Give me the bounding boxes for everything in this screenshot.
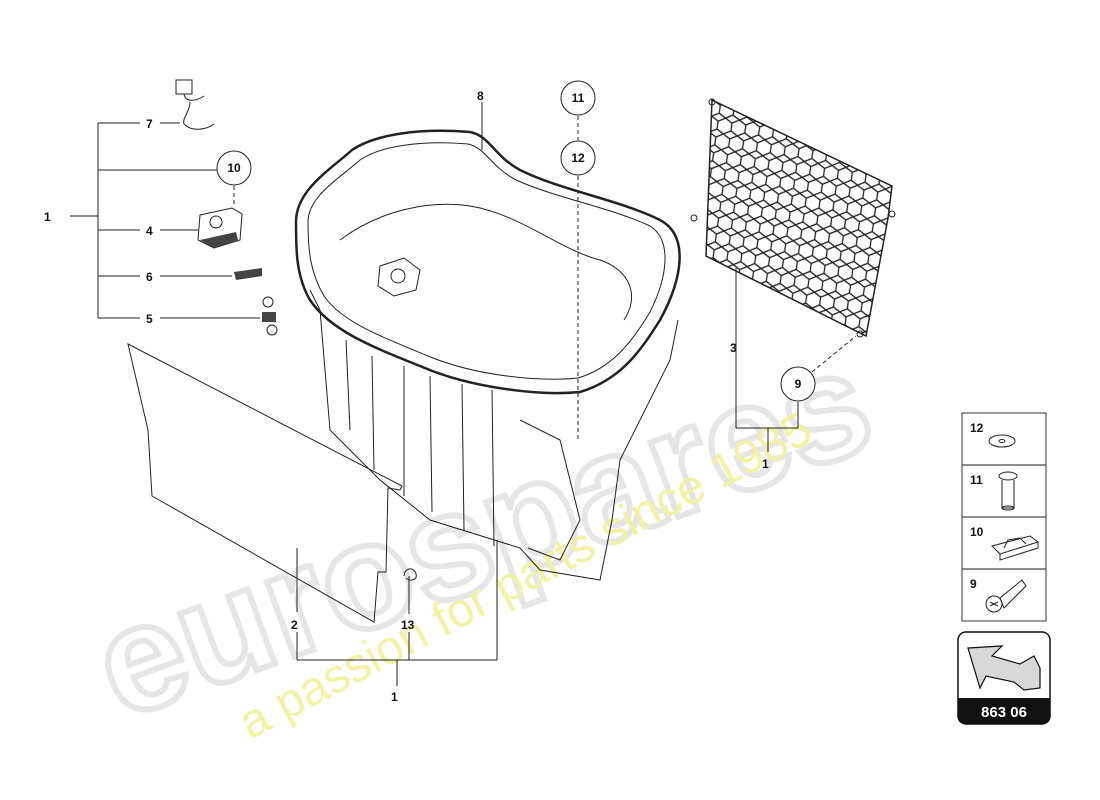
tub-mount-bracket bbox=[377, 257, 421, 297]
switch-housing-part bbox=[197, 207, 243, 249]
callout-10-label: 10 bbox=[227, 161, 241, 175]
hardware-item-12-number: 12 bbox=[970, 421, 984, 435]
hardware-panel: 12 11 10 9 bbox=[961, 412, 1047, 622]
callout-5: 5 bbox=[146, 312, 153, 326]
bottom-group-bracket bbox=[296, 540, 498, 686]
bolt-icon bbox=[998, 471, 1018, 511]
watermark: eurospares a passion for parts since 198… bbox=[70, 313, 893, 753]
callout-12-label: 12 bbox=[571, 151, 585, 165]
view-arrow-icon bbox=[967, 645, 1041, 691]
hardware-item-10-number: 10 bbox=[970, 525, 984, 539]
callout-9-circle: 9 bbox=[780, 366, 816, 402]
callout-4: 4 bbox=[146, 224, 153, 238]
floor-panel-part bbox=[127, 343, 403, 623]
hardware-item-9-number: 9 bbox=[970, 577, 977, 591]
callout-8: 8 bbox=[477, 89, 484, 103]
clip-part-6 bbox=[234, 268, 262, 280]
callout-13: 13 bbox=[401, 618, 415, 632]
diagram-code: 863 06 bbox=[981, 704, 1027, 721]
callout-6: 6 bbox=[146, 270, 153, 284]
clip-icon bbox=[991, 535, 1040, 561]
callout-3: 3 bbox=[730, 341, 737, 355]
callout-7: 7 bbox=[146, 117, 153, 131]
callout-1-bottom: 1 bbox=[391, 690, 398, 704]
diagram-code-badge: 863 06 bbox=[957, 631, 1051, 725]
left-group-bracket bbox=[70, 122, 260, 319]
callout-1-left: 1 bbox=[44, 210, 51, 224]
cargo-net-part bbox=[690, 98, 896, 338]
clip-part-13 bbox=[403, 568, 417, 581]
callout-1-right: 1 bbox=[762, 457, 769, 471]
callout-11-label: 11 bbox=[572, 91, 585, 105]
wiring-harness-part bbox=[175, 79, 215, 130]
callout-12-circle: 12 bbox=[560, 140, 596, 176]
callout-10-circle: 10 bbox=[216, 150, 252, 186]
washer-icon bbox=[988, 434, 1016, 448]
callout-11-circle: 11 bbox=[560, 80, 596, 116]
storage-tub-part bbox=[294, 129, 681, 581]
hardware-item-11-number: 11 bbox=[970, 473, 983, 487]
connector-part-5 bbox=[262, 296, 278, 336]
callout-9-label: 9 bbox=[795, 377, 802, 391]
watermark-brand: eurospares bbox=[73, 316, 890, 750]
callout-2: 2 bbox=[291, 618, 298, 632]
screw-icon bbox=[985, 579, 1027, 613]
leader-9-net bbox=[811, 335, 857, 373]
